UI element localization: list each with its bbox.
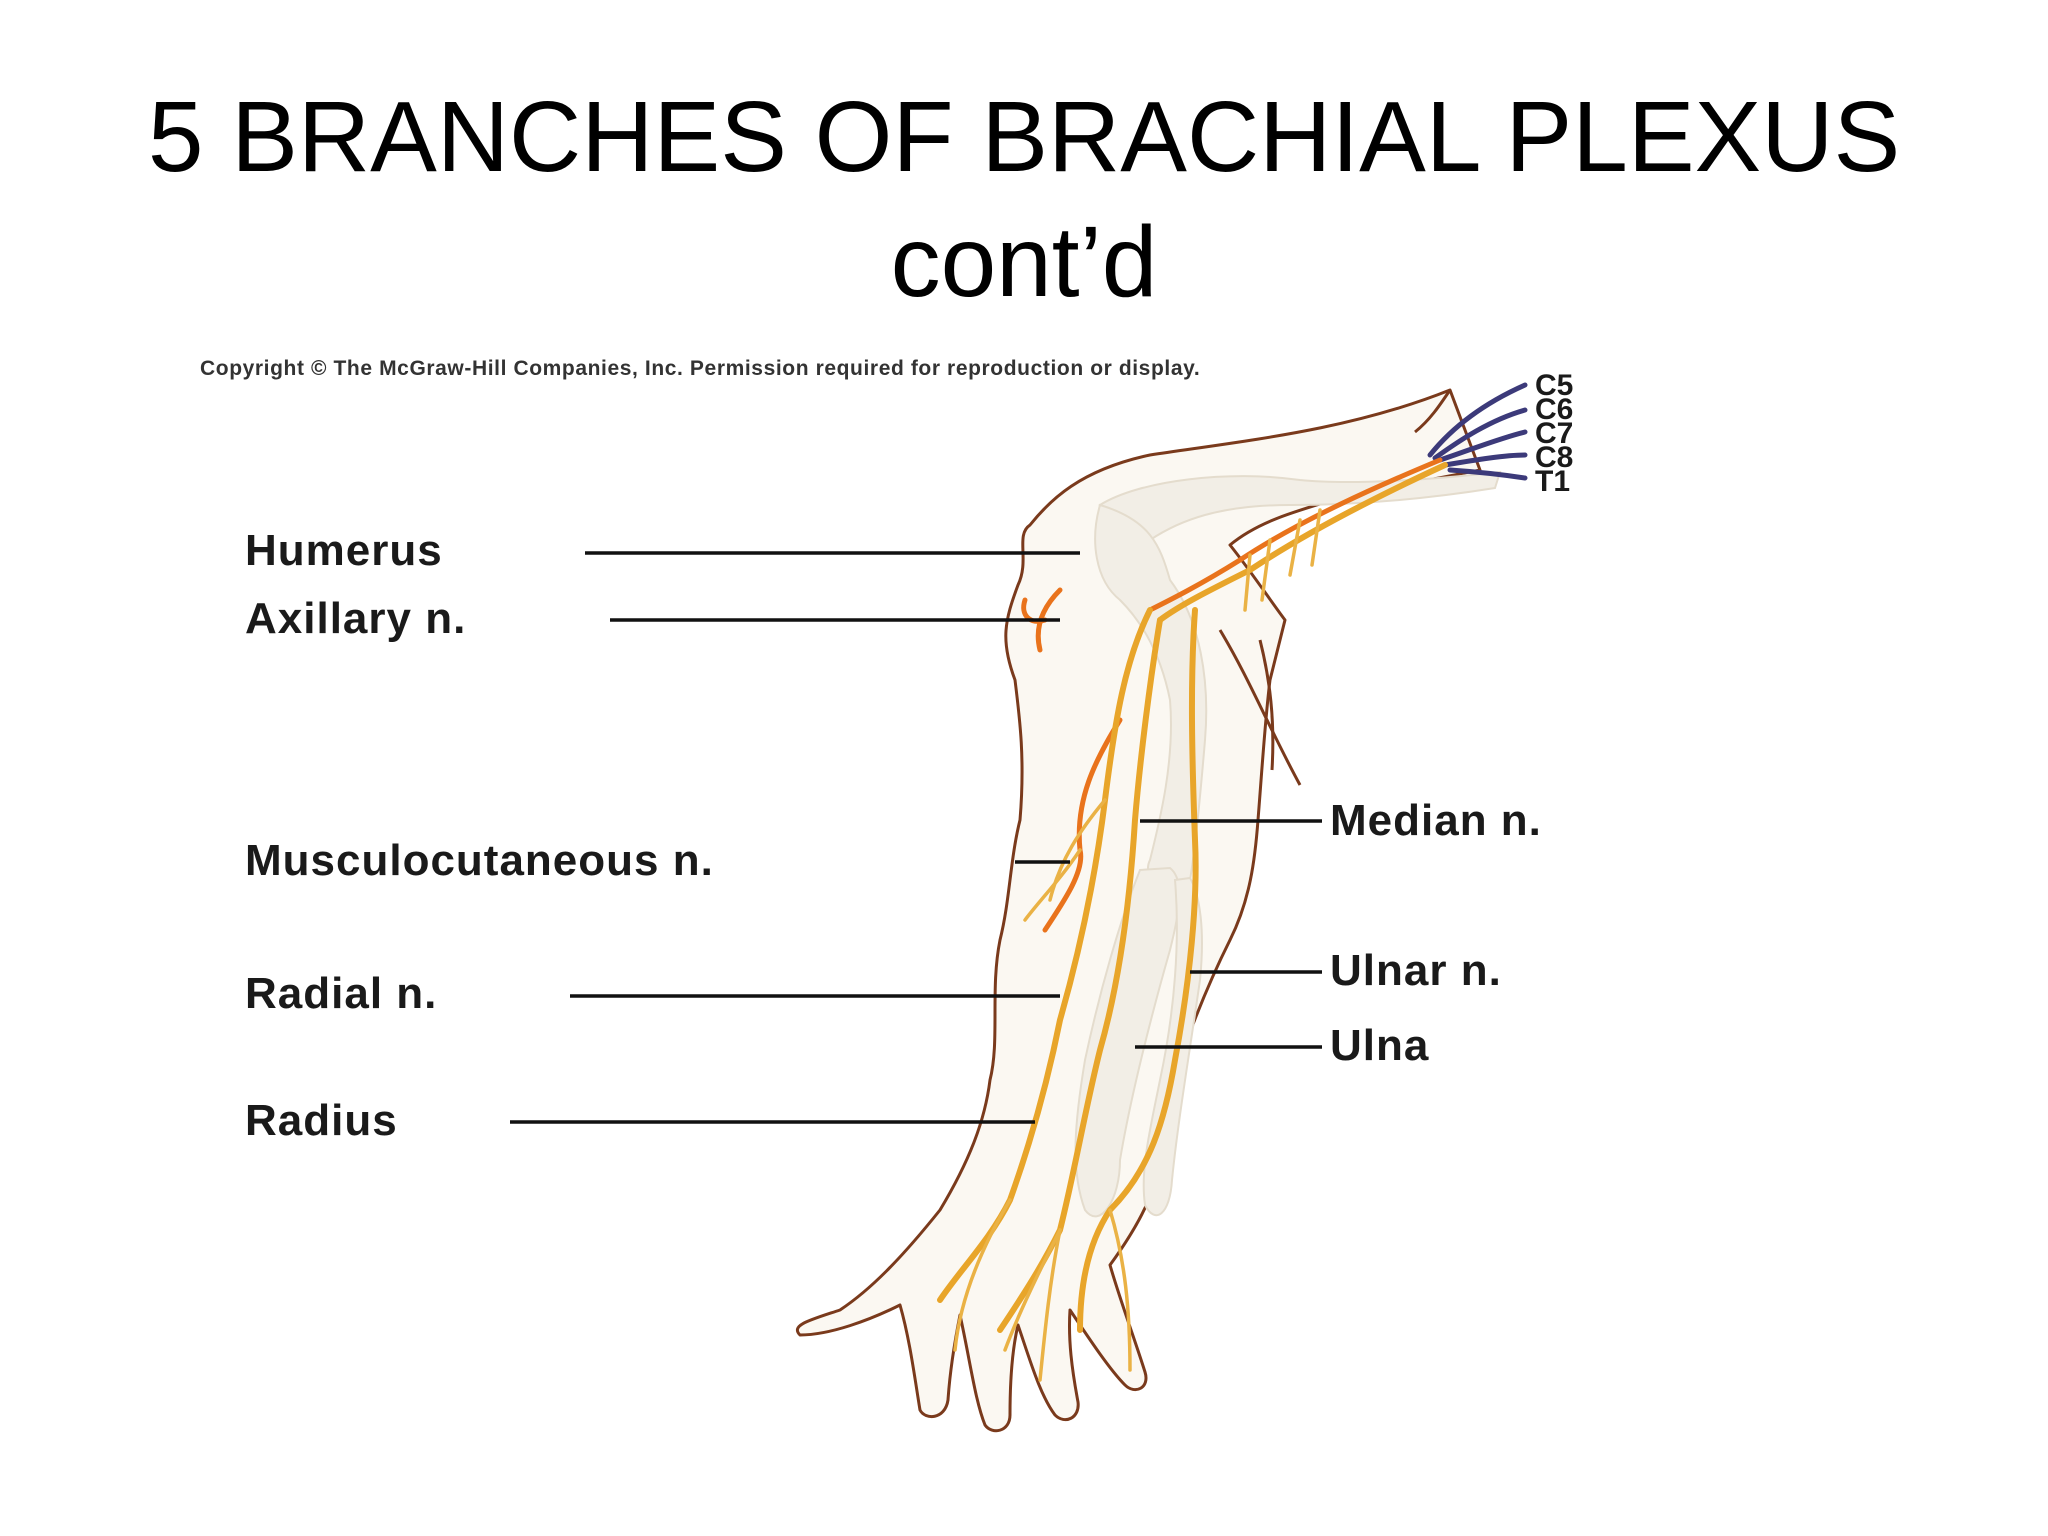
root-label-t1: T1 [1535, 465, 1570, 498]
copyright-notice: Copyright © The McGraw-Hill Companies, I… [200, 357, 1200, 380]
label-humerus: Humerus [245, 526, 443, 575]
root-label-c7: C7 [1535, 417, 1573, 450]
label-median-nerve: Median n. [1330, 796, 1542, 845]
title-line-1: 5 BRANCHES OF BRACHIAL PLEXUS [147, 81, 1901, 193]
label-musculocutaneous-nerve: Musculocutaneous n. [245, 836, 714, 885]
nerve-roots [1427, 382, 1528, 481]
root-labels: C5 C6 C7 C8 T1 [1535, 369, 1573, 498]
slide-title: 5 BRANCHES OF BRACHIAL PLEXUS cont’d [0, 75, 2048, 325]
left-labels: Humerus Axillary n. Musculocutaneous n. … [245, 526, 1080, 1145]
label-axillary-nerve: Axillary n. [245, 594, 466, 643]
title-line-2: cont’d [890, 206, 1158, 318]
label-ulna: Ulna [1330, 1021, 1429, 1070]
label-radial-nerve: Radial n. [245, 969, 437, 1018]
root-label-c6: C6 [1535, 393, 1573, 426]
root-label-c5: C5 [1535, 369, 1573, 402]
arm-illustration [796, 382, 1528, 1433]
right-labels: Median n. Ulnar n. Ulna [1135, 796, 1542, 1070]
label-radius: Radius [245, 1096, 398, 1145]
label-ulnar-nerve: Ulnar n. [1330, 946, 1502, 995]
root-label-c8: C8 [1535, 441, 1573, 474]
